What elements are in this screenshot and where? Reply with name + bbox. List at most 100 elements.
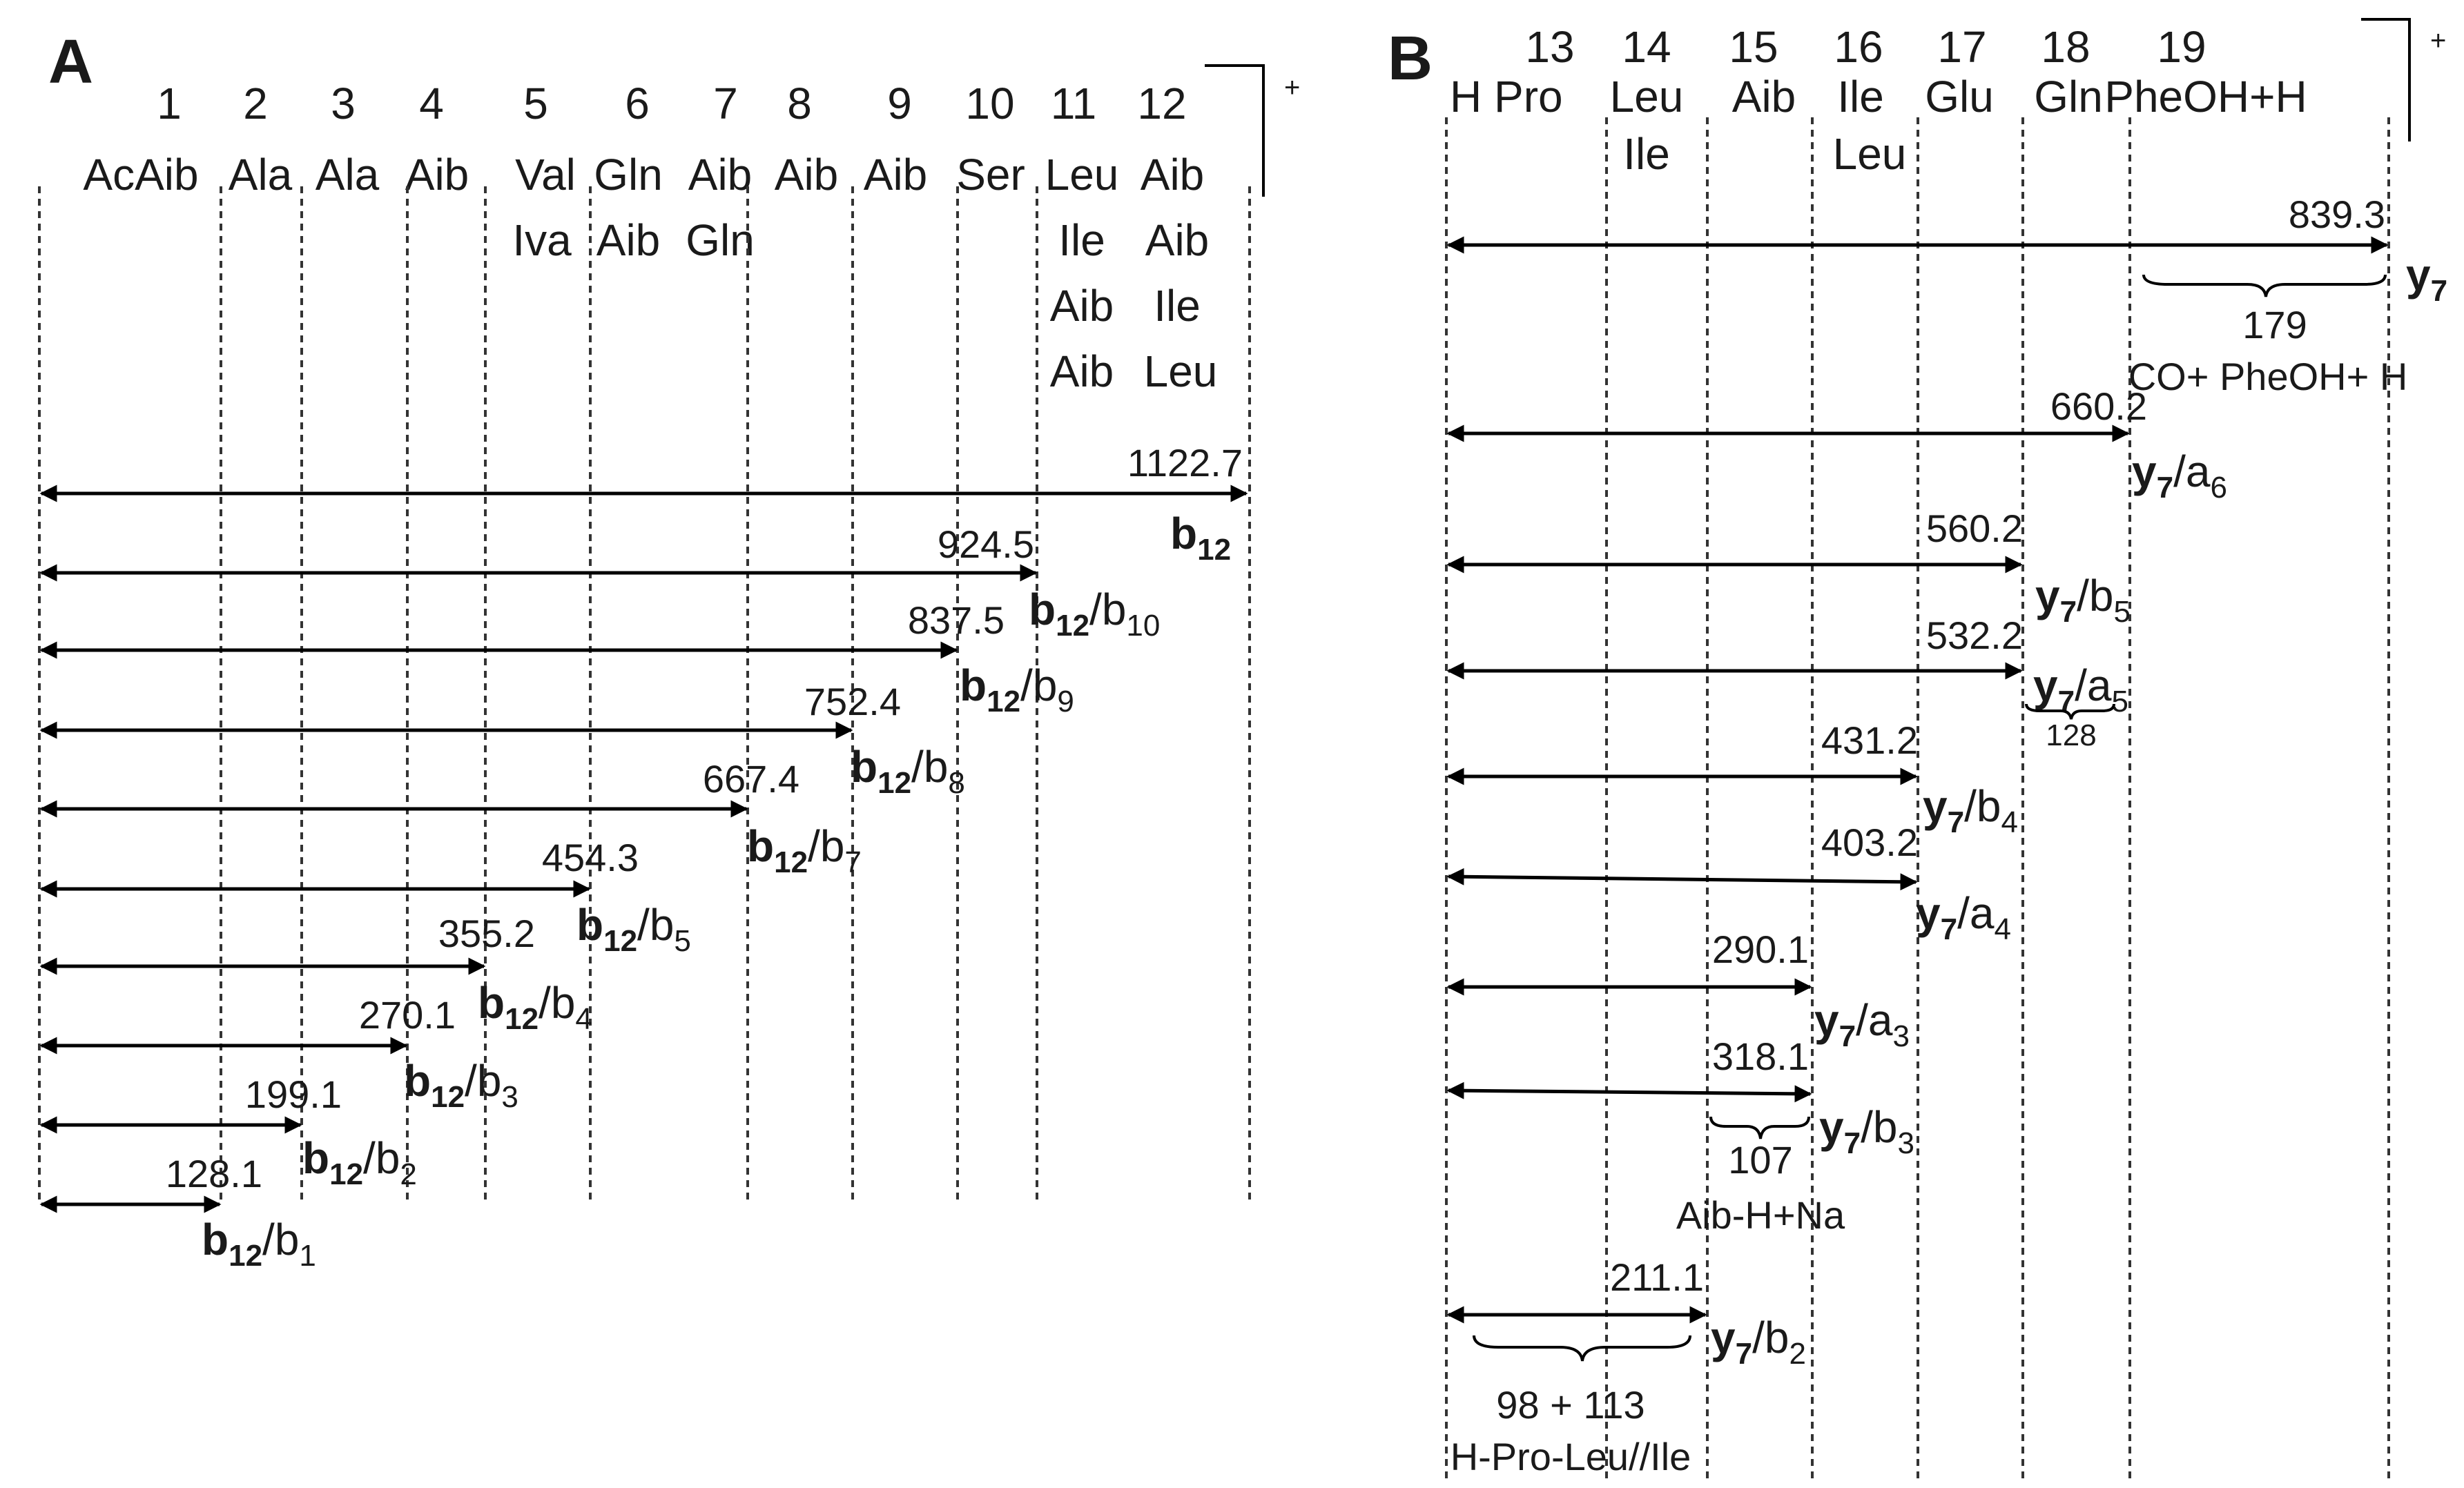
panel-b: B 13 14 15 16 17 18 19 + H Pro Leu Aib I…	[1388, 18, 2447, 1484]
residue: Aib	[405, 150, 469, 199]
panel-b-position: 17	[1937, 22, 1986, 72]
fragment-mass: 660.2	[2050, 384, 2147, 428]
fragment-ion-label: b12/b3	[404, 1056, 518, 1114]
panel-a-position-numbers: 1 2 3 4 5 6 7 8 9 10 11 12	[157, 79, 1186, 128]
panel-b-charge-bracket	[2361, 18, 2411, 141]
residue: Glu	[1925, 72, 1994, 121]
residue: Aib	[775, 150, 839, 199]
fragment-ion-label: y7/b5	[2035, 571, 2131, 629]
panel-a-cleavage-lines	[38, 186, 1251, 1204]
panel-b-label: B	[1388, 24, 1433, 93]
fragment-mass: 128.1	[166, 1152, 262, 1195]
fragment-ion-label: y7/b4	[1923, 781, 2018, 839]
residue: Ile	[1837, 72, 1884, 121]
fragment-mass: 1122.7	[1127, 441, 1243, 484]
fragment-ion-label: b12/b8	[851, 742, 965, 800]
residue: Aib	[1732, 72, 1796, 121]
residue: Leu	[1045, 150, 1119, 199]
fragment-mass: 355.2	[438, 912, 535, 955]
residue-alt: Iva	[512, 215, 572, 265]
panel-b-position: 16	[1834, 22, 1883, 72]
fragment-ion-label: y7/b2	[1711, 1313, 1806, 1371]
brace-value: 179	[2242, 303, 2307, 346]
residue-alt: Leu	[1144, 346, 1218, 396]
panel-a-position: 12	[1137, 79, 1186, 128]
panel-a-position: 11	[1051, 79, 1096, 128]
panel-a-charge-bracket	[1205, 64, 1265, 197]
fragment-mass: 924.5	[938, 522, 1034, 566]
brace-value: 128	[2046, 718, 2096, 752]
panel-b-position: 13	[1525, 22, 1574, 72]
panel-b-charge: +	[2430, 26, 2446, 56]
residue-alt: Aib	[1050, 346, 1114, 396]
brace-label: H-Pro-Leu//Ile	[1451, 1435, 1691, 1478]
residue: H Pro	[1450, 72, 1563, 121]
panel-a-position: 4	[419, 79, 444, 128]
panel-b-position: 14	[1622, 22, 1671, 72]
fragment-ion-label: y7/a5	[2033, 660, 2128, 718]
panel-a: A 1 2 3 4 5 6 7 8 9 10 11 12 + AcAib Ala…	[38, 28, 1300, 1273]
fragment-mass: 211.1	[1610, 1255, 1704, 1299]
residue-alt: Ile	[1058, 215, 1105, 265]
fragment-mass: 270.1	[359, 993, 456, 1037]
panel-a-charge: +	[1284, 72, 1300, 103]
fragment-ion-label: y7/b3	[1819, 1102, 1914, 1160]
fragment-mass: 431.2	[1821, 718, 1918, 762]
panel-a-position: 6	[625, 79, 650, 128]
fragment-arrow	[1446, 1081, 1812, 1103]
residue: Leu	[1610, 72, 1684, 121]
panel-b-cleavage-lines	[1445, 117, 2390, 1484]
residue: Ser	[956, 150, 1025, 199]
residue-alt: Gln	[686, 215, 755, 265]
fragment-ion-label: b12/b10	[1029, 585, 1160, 643]
panel-b-residues: H Pro Leu Aib Ile Glu Gln PheOH+H Ile Le…	[1450, 72, 2307, 179]
panel-b-position: 15	[1729, 22, 1778, 72]
fragment-mass: 837.5	[908, 598, 1005, 642]
fragment-ion-label: b12/b9	[960, 660, 1074, 718]
residue: PheOH+H	[2104, 72, 2307, 121]
brace-label: CO+ PheOH+ H	[2128, 355, 2408, 398]
fragment-arrow	[1446, 868, 1918, 891]
residue: Aib	[688, 150, 753, 199]
fragment-mass: 752.4	[804, 680, 901, 723]
brace	[1709, 1116, 1810, 1139]
fragment-ion-label: y7/a4	[1916, 888, 2011, 946]
fragment-ion-label: b12	[1170, 509, 1231, 567]
fragment-mass: 667.4	[703, 757, 799, 801]
brace	[2142, 274, 2387, 297]
fragment-mass: 290.1	[1712, 928, 1809, 971]
residue-alt: Aib	[1050, 281, 1114, 331]
residue-alt: Aib	[1145, 215, 1210, 265]
panel-a-position: 7	[713, 79, 738, 128]
brace	[2025, 703, 2115, 720]
brace-label: Aib-H+Na	[1676, 1193, 1845, 1237]
fragment-ion-label: y7/a3	[1814, 995, 1910, 1053]
panel-a-position: 8	[787, 79, 812, 128]
residue: AcAib	[83, 150, 198, 199]
residue: Val	[515, 150, 576, 199]
residue: Aib	[864, 150, 928, 199]
brace-value: 107	[1728, 1138, 1792, 1182]
residue-alt: Leu	[1833, 129, 1907, 179]
residue: Gln	[594, 150, 663, 199]
fragment-ion-label: b12/b1	[202, 1215, 316, 1273]
panel-a-position: 1	[157, 79, 182, 128]
panel-a-label: A	[48, 28, 93, 97]
fragment-mass: 454.3	[542, 836, 639, 879]
fragment-mass: 839.3	[2289, 193, 2385, 236]
fragment-ion-label: y7/a6	[2132, 447, 2227, 505]
fragment-ion-label: b12/b5	[576, 900, 691, 958]
residue: Ala	[316, 150, 380, 199]
brace	[1473, 1335, 1691, 1362]
fragment-ion-label: y7	[2406, 250, 2447, 308]
panel-b-position: 19	[2157, 22, 2206, 72]
fragment-ion-label: b12/b7	[747, 821, 862, 879]
fragment-mass: 532.2	[1926, 614, 2023, 657]
fragment-mass: 318.1	[1712, 1035, 1809, 1078]
fragment-mass: 560.2	[1926, 507, 2023, 550]
residue-alt: Ile	[1154, 281, 1201, 331]
panel-a-fragments: 1122.7 b12 924.5 b12/b10 837.5 b12/b9 75…	[39, 441, 1248, 1273]
panel-a-position: 9	[887, 79, 912, 128]
residue-alt: Ile	[1623, 129, 1670, 179]
